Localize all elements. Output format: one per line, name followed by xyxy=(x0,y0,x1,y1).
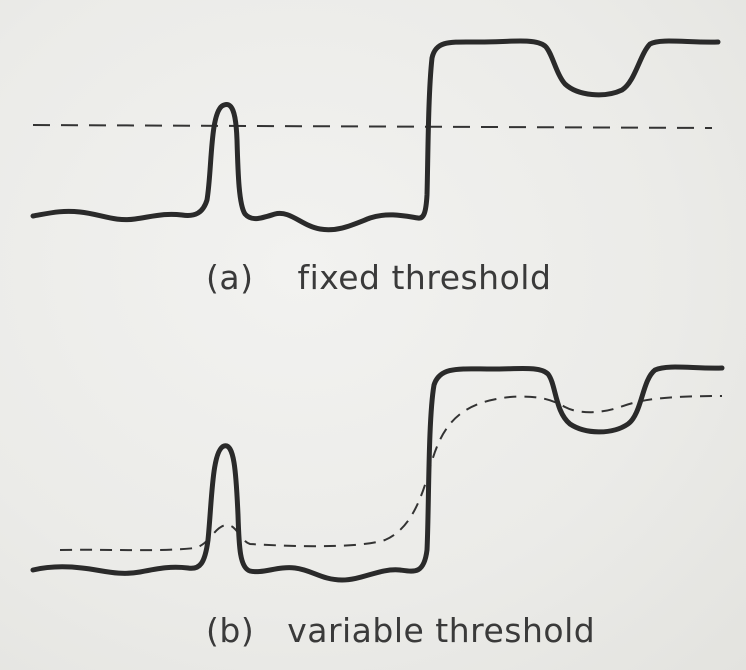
signal-curve-a xyxy=(30,38,721,233)
panel-b xyxy=(30,364,725,583)
caption-a: (a) fixed threshold xyxy=(206,258,551,297)
panel-b-caption: variable threshold xyxy=(287,611,596,650)
panel-a-caption: fixed threshold xyxy=(297,258,552,297)
signal-curve-b xyxy=(30,364,725,583)
panel-b-label: (b) xyxy=(206,611,255,650)
panel-a xyxy=(30,38,721,233)
panel-a-label: (a) xyxy=(206,258,254,297)
variable-threshold-curve xyxy=(59,395,723,552)
fixed-threshold-line xyxy=(32,124,713,129)
caption-b: (b) variable threshold xyxy=(206,611,595,650)
